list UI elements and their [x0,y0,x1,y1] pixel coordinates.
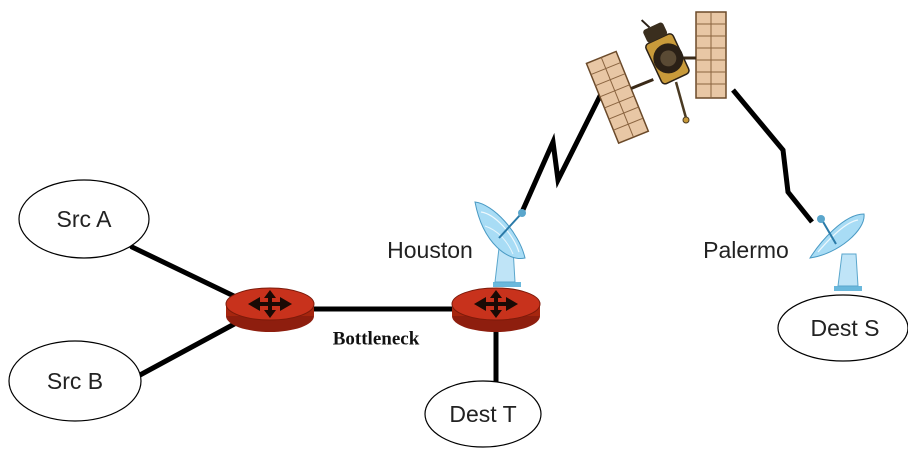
node-src-b-label: Src B [47,368,103,394]
node-src-a-label: Src A [57,206,113,232]
wireless-link-satellite-palermo [731,88,814,224]
bottleneck-label: Bottleneck [333,329,420,350]
satellite-dish-icon [809,213,865,291]
router-icon [451,287,541,332]
wireless-link-houston-satellite [519,78,611,214]
link-src-a-router1 [129,244,241,301]
wireless-links [519,78,814,224]
node-src-b: Src B [8,340,142,422]
palermo-label: Palermo [703,237,789,263]
satellite-icon [585,11,727,145]
node-dest-t-label: Dest T [449,401,516,427]
node-dest-s: Dest S [777,294,908,362]
node-dest-t: Dest T [424,380,542,448]
houston-label: Houston [387,237,473,263]
node-dest-s-label: Dest S [810,315,879,341]
satellite-dish-icon [474,201,526,287]
link-src-b-router1 [137,319,241,378]
links [129,244,499,388]
node-src-a: Src A [18,179,150,259]
router-icon [225,287,315,332]
